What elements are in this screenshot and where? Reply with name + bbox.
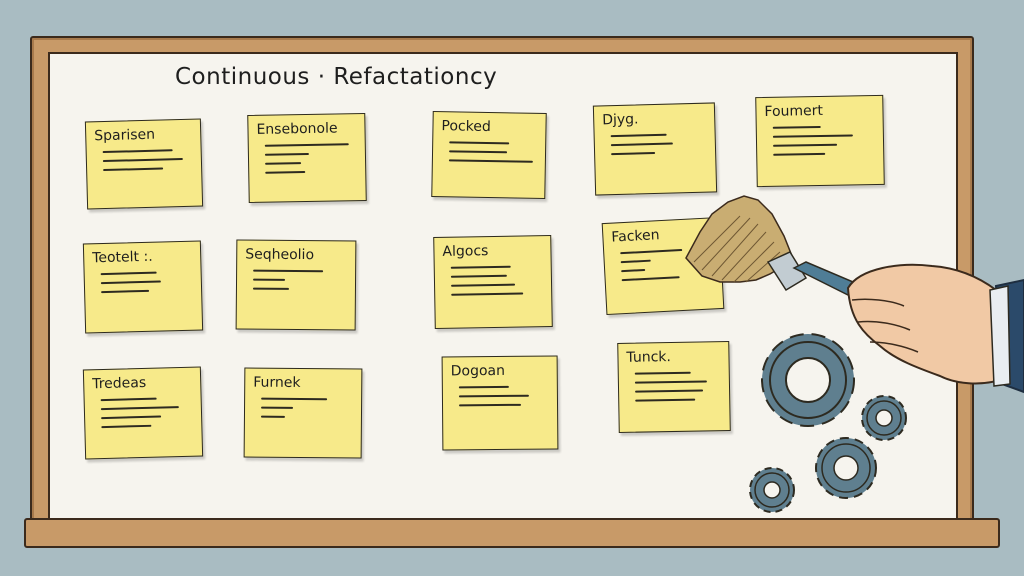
gear-icon — [749, 467, 795, 513]
marker-tray — [24, 518, 1000, 548]
hand — [846, 263, 1024, 394]
paintbrush-icon — [685, 195, 873, 306]
gear-icon — [815, 437, 877, 499]
board-title: Continuous · Refactationcy — [175, 64, 498, 90]
gear-icon — [861, 395, 907, 441]
gear-icon — [761, 333, 855, 427]
